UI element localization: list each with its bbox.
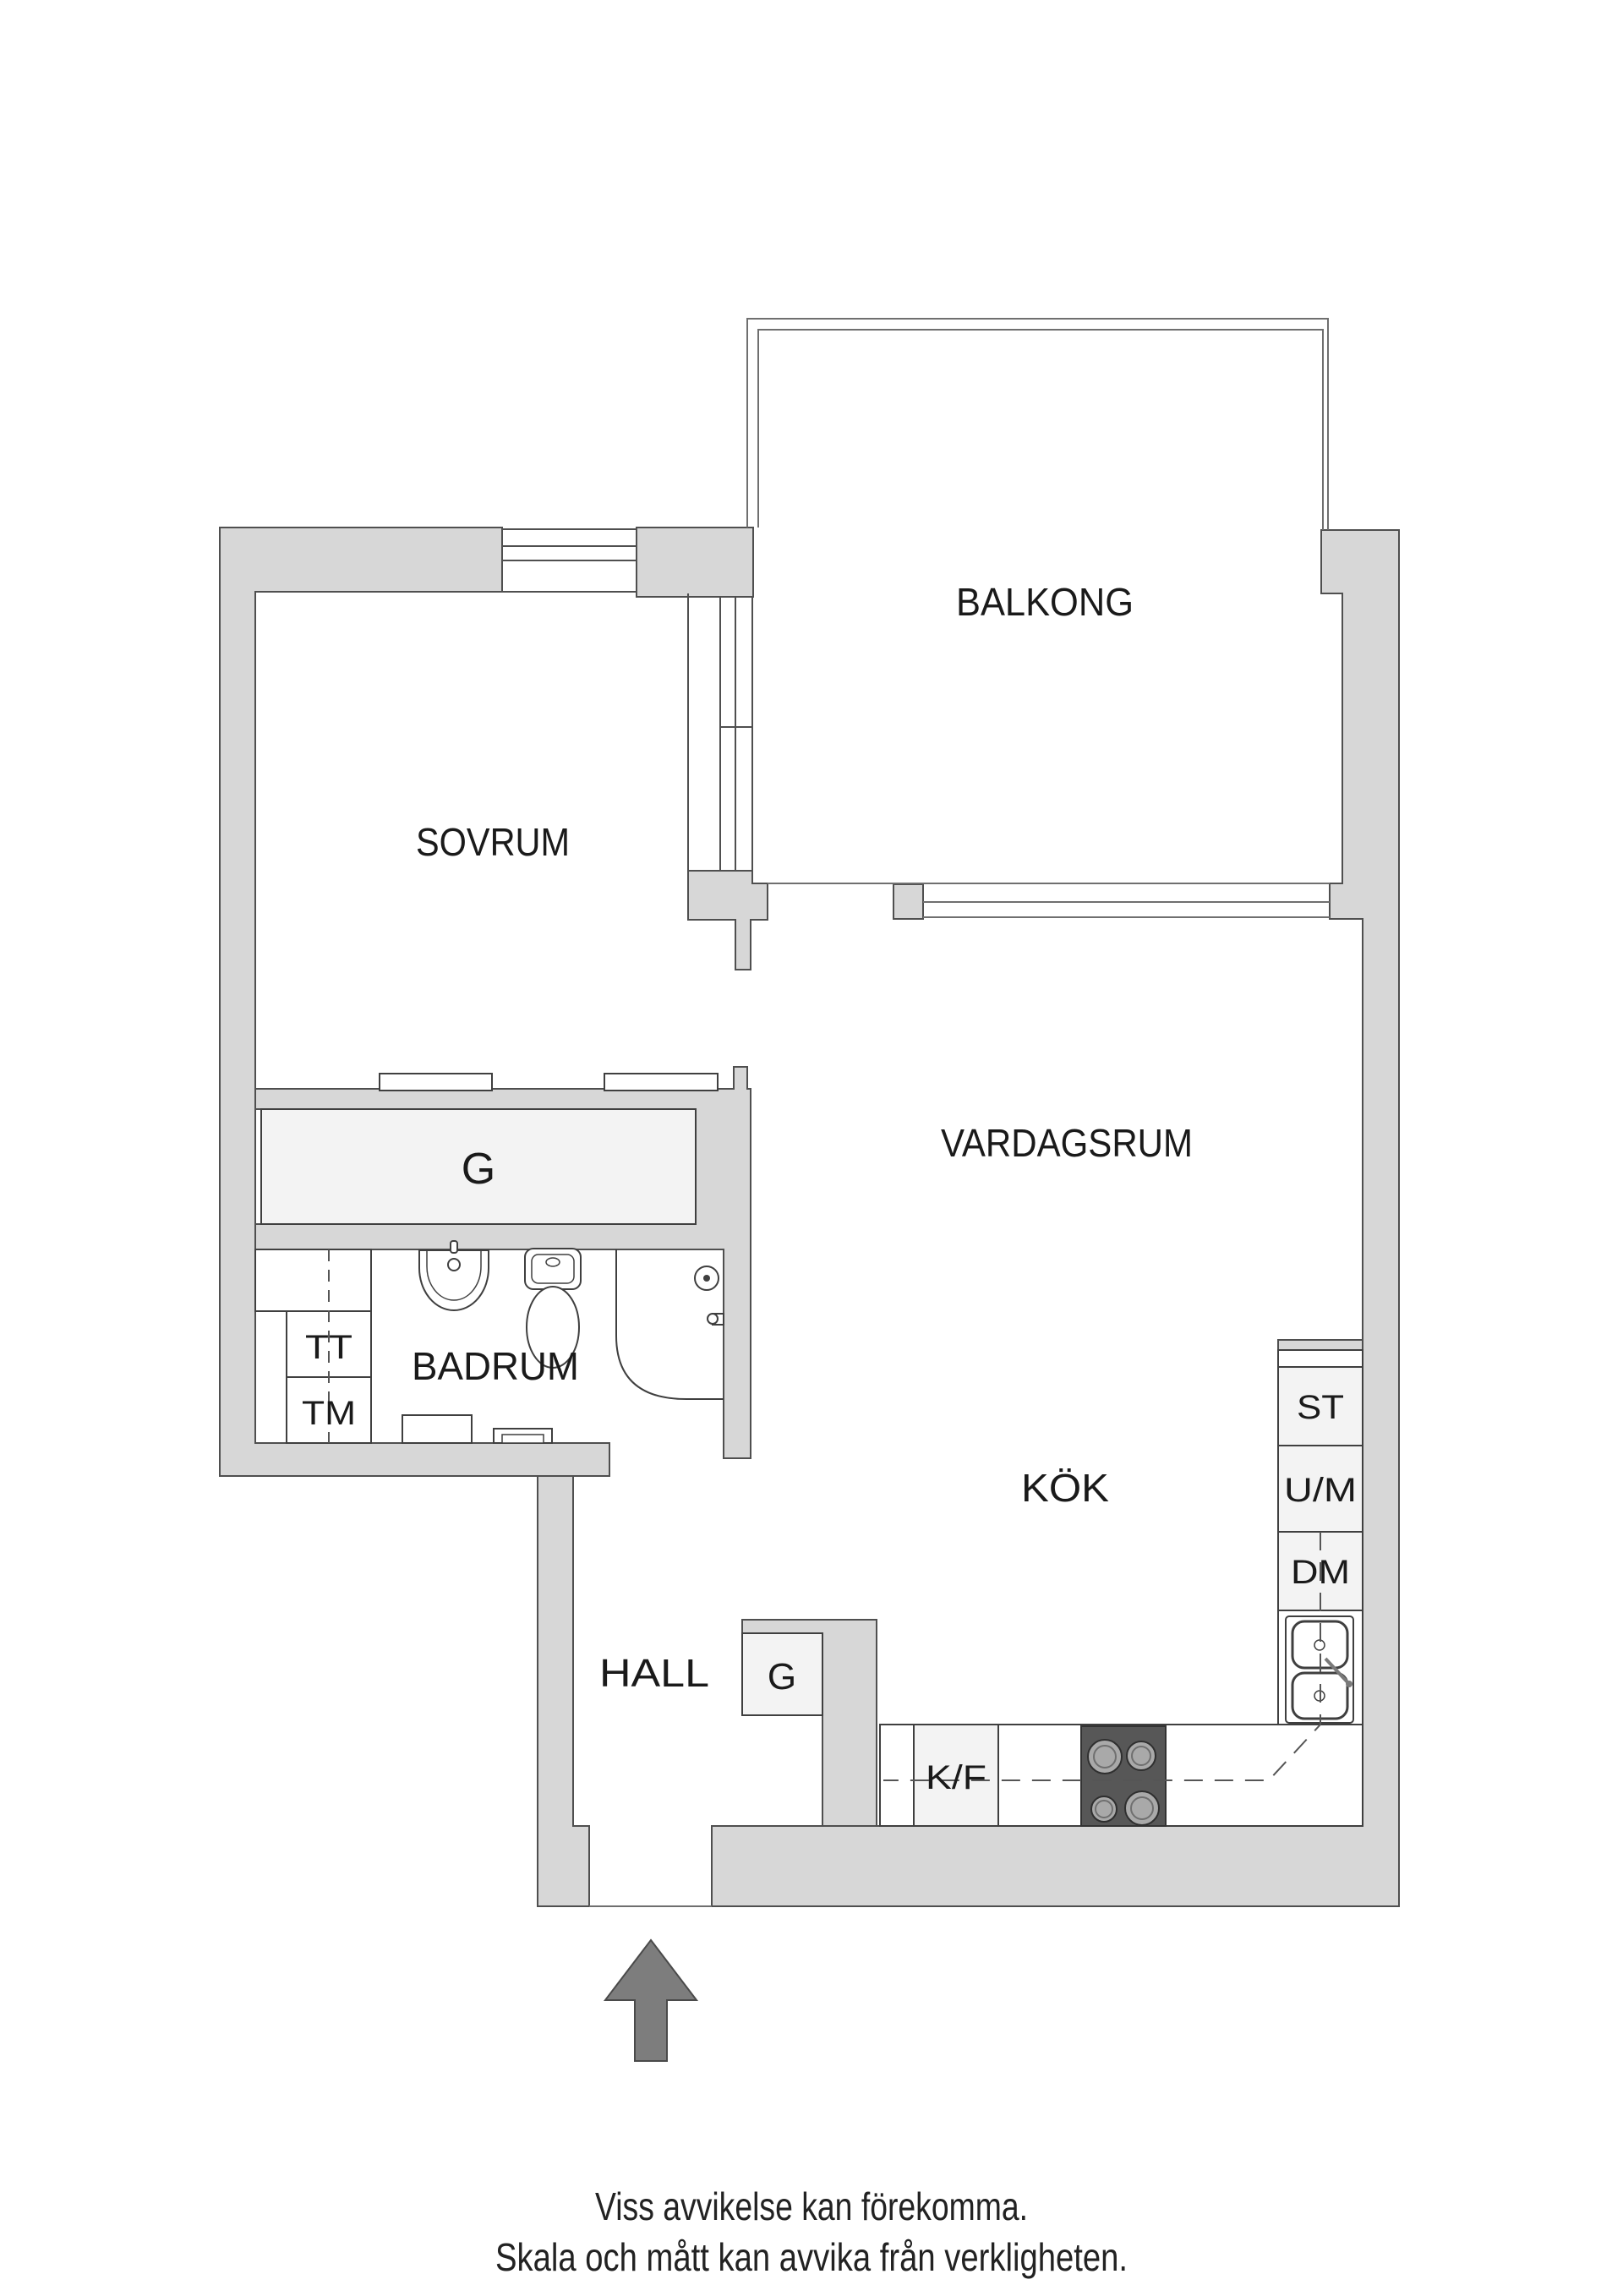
stove-burner xyxy=(1087,1739,1160,1826)
label-kf: K/F xyxy=(926,1759,986,1796)
wall-hall-left xyxy=(537,1475,590,1907)
kitchen-dashed-line xyxy=(883,1532,1321,1781)
label-wardrobe-g: G xyxy=(462,1145,495,1194)
corner-shower xyxy=(615,1249,724,1400)
window-bedroom-top xyxy=(501,528,637,593)
label-um: U/M xyxy=(1284,1472,1357,1509)
toilet xyxy=(524,1248,582,1369)
room-label-hall: HALL xyxy=(599,1651,709,1695)
bathroom-threshold-shelf-inner xyxy=(501,1434,544,1444)
room-label-kok: KÖK xyxy=(1021,1466,1109,1510)
fridge-freezer-box xyxy=(913,1724,999,1827)
label-hall-closet-g: G xyxy=(768,1656,796,1697)
wall-right-bottom-outline xyxy=(711,529,1400,1907)
wall-kitchen-stub xyxy=(1277,1339,1363,1351)
kitchen-column-filler xyxy=(1277,1349,1363,1368)
bathroom-cabinet-top xyxy=(254,1249,372,1312)
wall-balcony-band-stub xyxy=(893,883,924,920)
pantry-unit-box xyxy=(1277,1366,1363,1446)
room-label-vardagsrum: VARDAGSRUM xyxy=(941,1121,1193,1165)
wall-top-right-segment xyxy=(636,527,754,598)
label-st: ST xyxy=(1297,1389,1344,1426)
hall-closet-box xyxy=(741,1632,823,1716)
footer-disclaimer-line2: Skala och mått kan avvika från verklighe… xyxy=(495,2235,1128,2279)
room-label-badrum: BADRUM xyxy=(412,1344,579,1388)
label-dm: DM xyxy=(1291,1554,1350,1591)
wall-window-column-block xyxy=(687,870,768,970)
balcony-outer-border xyxy=(746,318,1329,530)
closet-sliding-door-leaves xyxy=(379,1073,719,1091)
wardrobe-closet-box xyxy=(260,1108,697,1225)
washbasin xyxy=(418,1240,489,1311)
kitchen-double-sink xyxy=(1285,1615,1354,1724)
room-label-balkong: BALKONG xyxy=(956,580,1134,624)
entrance-arrow-icon xyxy=(603,1938,699,2062)
room-label-sovrum: SOVRUM xyxy=(416,820,570,864)
bathroom-bench xyxy=(402,1414,473,1444)
footer-disclaimer-line1: Viss avvikelse kan förekomma. xyxy=(595,2184,1028,2228)
oven-micro-unit-box xyxy=(1277,1445,1363,1533)
label-tm: TM xyxy=(302,1395,356,1432)
stove xyxy=(1080,1725,1167,1827)
window-bedroom-balcony-column xyxy=(687,593,753,871)
label-tt: TT xyxy=(305,1329,352,1366)
balcony-inner-border xyxy=(757,329,1324,530)
